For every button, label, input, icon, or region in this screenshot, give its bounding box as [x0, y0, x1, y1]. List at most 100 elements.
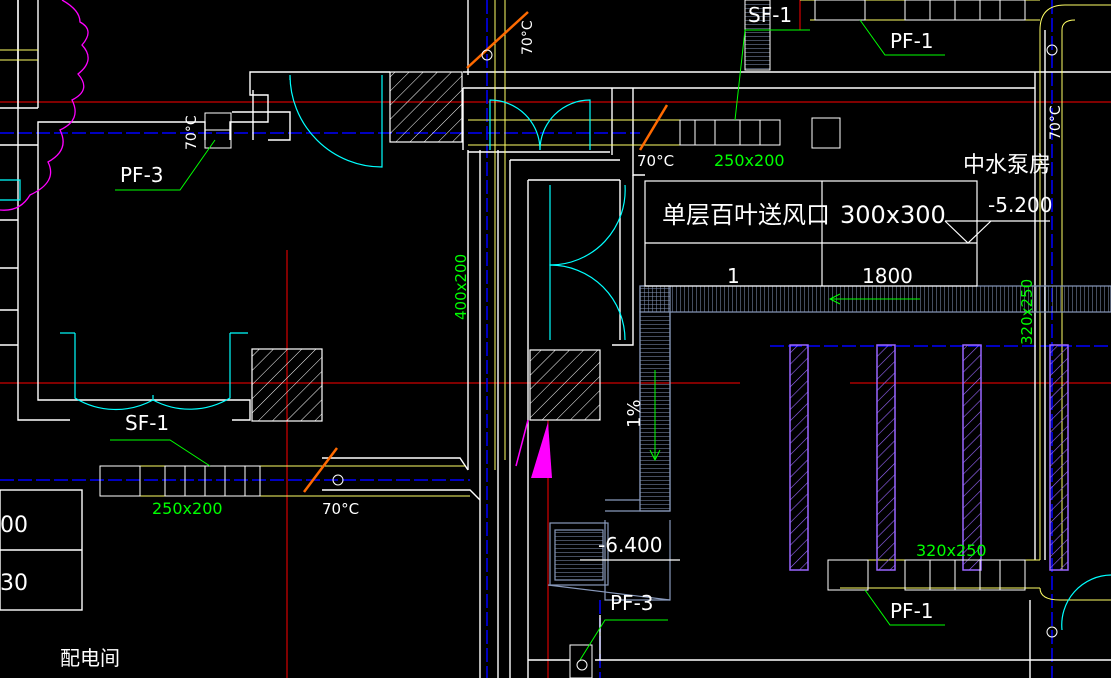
- label-size-bottom: 250x200: [152, 499, 223, 518]
- door-center-top-right: [539, 99, 591, 151]
- leader-sf1-bottom: [110, 439, 211, 467]
- leader-sf1-top: [734, 29, 810, 121]
- flow-arrow-v-head: [649, 449, 661, 462]
- label-room-zhongshui: 中水泵房: [963, 153, 1051, 178]
- fan-bottom-right-diffuser: [827, 559, 869, 591]
- slate-duct-outline: [605, 312, 671, 512]
- label-dim-400x200: 400x200: [452, 254, 470, 320]
- doors: [60, 74, 1111, 631]
- slate-duct-outline-2: [605, 311, 641, 501]
- marker-5: [576, 659, 588, 671]
- flow-arrows: [649, 293, 920, 462]
- fire-dampers: [303, 11, 669, 493]
- table-frame: [644, 180, 978, 287]
- slate-duct-grille: [554, 529, 604, 581]
- slate-duct-grille-frame: [549, 522, 609, 586]
- fan-pf3-bottom: [569, 644, 593, 678]
- leader-pf3-bottom: [579, 619, 668, 661]
- wall-upper-left-4: [232, 111, 291, 141]
- door-right-1: [549, 184, 626, 266]
- duct-right-elbow-2: [1061, 19, 1076, 31]
- pump-base-2: [876, 344, 896, 571]
- leader-lines: [110, 19, 945, 661]
- column-top: [389, 71, 463, 143]
- duct-right-elbow-1: [1039, 4, 1111, 31]
- fan-group-top: [679, 119, 781, 146]
- revision-cloud-left: [0, 179, 21, 201]
- leader-pf1-bottom: [864, 589, 945, 626]
- label-size-pf1-bottom: 320x250: [916, 541, 987, 560]
- labels: SF-1 PF-1 PF-3 70°C 70°C 70°C 250x200 中水…: [0, 3, 1064, 670]
- leader-pf3-left: [115, 139, 216, 191]
- label-pf1-bottom: PF-1: [890, 599, 934, 623]
- label-temp-bottom: 70°C: [322, 500, 359, 518]
- fan-group-bottom: [164, 465, 261, 497]
- label-size-mid: 250x200: [714, 151, 785, 170]
- duct-bottom-right-elbow: [1039, 587, 1111, 601]
- table-cell-qty: 1: [727, 264, 740, 288]
- label-temp-left: 70°C: [184, 115, 200, 150]
- label-temp-right-rotated: 70°C: [1048, 105, 1064, 140]
- label-elev-1: -5.200: [988, 193, 1052, 217]
- label-pf1-top: PF-1: [890, 29, 934, 53]
- label-elev-2: -6.400: [598, 533, 662, 557]
- pump-base-1: [789, 344, 809, 571]
- wall-bottom-a: [322, 457, 469, 471]
- door-right-2: [549, 264, 626, 341]
- fan-units: [99, 0, 1026, 678]
- fan-top-right-diffuser: [814, 0, 866, 21]
- damper-top: [466, 11, 529, 69]
- label-slope: 1%: [624, 399, 645, 428]
- label-sf1-top: SF-1: [748, 3, 792, 27]
- wall-bottom-b: [322, 489, 481, 501]
- fan-group-bottom-right: [904, 559, 1026, 591]
- pump-base-3: [962, 344, 982, 571]
- flow-arrow-h-head: [828, 293, 841, 305]
- louver-table: [644, 180, 978, 287]
- structural-columns: [251, 71, 601, 422]
- door-left-2: [152, 333, 231, 410]
- leader-pf1-top: [859, 19, 945, 56]
- wall-mid-left-1: [17, 0, 70, 421]
- door-left-1: [74, 333, 154, 411]
- door-center-top-left: [489, 99, 541, 151]
- markers: [332, 44, 1058, 671]
- table-cell-name: 单层百叶送风口: [662, 201, 830, 229]
- wall-upper-left-1: [0, 0, 39, 146]
- slate-duct-line: [547, 584, 671, 601]
- revision-cloud: [0, 0, 89, 211]
- column-left: [251, 348, 323, 422]
- label-sf1-bottom: SF-1: [125, 411, 169, 435]
- pump-bases: [789, 344, 1069, 571]
- marker-3: [332, 474, 344, 486]
- revision-line: [515, 419, 529, 467]
- marker-1: [481, 49, 493, 61]
- fan-group-top-right: [904, 0, 1026, 21]
- fan-top-diffuser: [811, 117, 841, 149]
- wall-mid-left-2: [37, 145, 251, 421]
- table-cell-size: 300x300: [840, 201, 946, 229]
- fan-bottom-diffuser: [99, 465, 141, 497]
- column-center: [529, 349, 601, 421]
- label-pf3-bottom: PF-3: [610, 591, 654, 615]
- pump-base-4: [1049, 344, 1069, 571]
- elevation-symbol: [580, 220, 1050, 561]
- elev-triangle: [944, 220, 992, 244]
- label-left-num-2: 30: [0, 571, 28, 596]
- damper-bottom: [303, 447, 338, 493]
- label-dim-320x250-vertical: 320x250: [1018, 279, 1036, 345]
- label-room-peidian: 配电间: [60, 646, 120, 670]
- wall-upper-left-3: [229, 71, 390, 140]
- table-cell-ref: 1800: [862, 264, 913, 288]
- door-upper-left: [289, 74, 383, 168]
- damper-mid: [638, 104, 669, 151]
- revision-triangle: [531, 422, 552, 478]
- sf1-top-duct: [744, 0, 771, 71]
- door-bottom-right: [1061, 574, 1111, 631]
- label-temp-mid: 70°C: [637, 152, 674, 170]
- label-temp-top-rotated: 70°C: [520, 20, 536, 55]
- wall-right-b: [612, 175, 634, 346]
- label-pf3-left: PF-3: [120, 163, 164, 187]
